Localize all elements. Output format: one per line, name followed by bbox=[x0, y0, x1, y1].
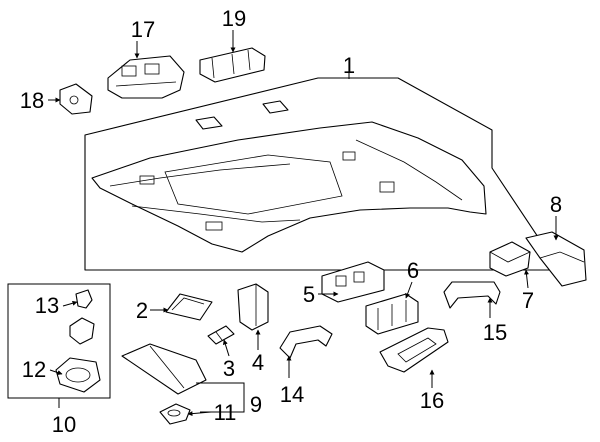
clip bbox=[207, 325, 235, 345]
plate-slot-2 bbox=[353, 271, 365, 283]
module-rib-3 bbox=[247, 49, 251, 71]
lamp-clip-part-13[interactable] bbox=[69, 289, 95, 345]
module-part-19[interactable] bbox=[199, 47, 266, 83]
callout-12: 12 bbox=[22, 357, 46, 382]
map-lamp-lens bbox=[65, 367, 91, 383]
leader-6 bbox=[405, 281, 413, 299]
pad-inner-edge bbox=[171, 297, 205, 311]
callout-15: 15 bbox=[483, 320, 507, 345]
pillar-trim-edge bbox=[539, 251, 585, 263]
callout-18: 18 bbox=[20, 88, 44, 113]
module-rib-2 bbox=[231, 53, 235, 75]
callout-16: 16 bbox=[420, 388, 444, 413]
side-bracket bbox=[237, 283, 269, 331]
headliner-clip-right bbox=[262, 100, 289, 114]
panel-rib-3 bbox=[355, 139, 463, 201]
leader-12 bbox=[49, 369, 63, 375]
panel-cutout-right bbox=[379, 181, 395, 193]
console-edge bbox=[115, 81, 177, 87]
cover-part-16[interactable] bbox=[379, 327, 449, 373]
lamp-socket bbox=[69, 317, 95, 345]
sunroof-opening bbox=[164, 154, 343, 215]
module-rib-1 bbox=[211, 57, 215, 79]
callout-9: 9 bbox=[250, 392, 262, 417]
assist-handle bbox=[443, 281, 501, 309]
callout-13: 13 bbox=[35, 293, 59, 318]
callout-11: 11 bbox=[214, 400, 237, 425]
callout-4: 4 bbox=[252, 350, 264, 375]
callout-7: 7 bbox=[522, 288, 534, 313]
clip-part-3[interactable] bbox=[207, 325, 235, 345]
callout-3: 3 bbox=[223, 356, 235, 381]
visor-clip-part-11[interactable] bbox=[159, 403, 191, 425]
pad bbox=[165, 293, 213, 321]
frame-part-6[interactable] bbox=[365, 293, 419, 335]
headliner-clip-left bbox=[195, 116, 223, 130]
overhead-console-part-17[interactable] bbox=[107, 55, 185, 99]
callout-8: 8 bbox=[550, 192, 562, 217]
map-lamp bbox=[55, 357, 101, 393]
block-edge bbox=[489, 251, 531, 263]
bracket-part-4[interactable] bbox=[237, 283, 269, 331]
callout-2: 2 bbox=[136, 298, 148, 323]
leader-lines bbox=[48, 30, 559, 417]
bracket-part-18[interactable] bbox=[59, 83, 93, 115]
console-lamp-left bbox=[121, 65, 137, 77]
handle-part-14[interactable] bbox=[279, 325, 333, 359]
callout-19: 19 bbox=[222, 6, 246, 31]
callout-17: 17 bbox=[131, 17, 155, 42]
visor-clip bbox=[159, 403, 191, 425]
console-lamp-right bbox=[144, 63, 160, 75]
callout-labels: 1 2 3 4 5 6 7 8 9 10 11 12 13 14 15 16 1… bbox=[20, 6, 562, 437]
block bbox=[489, 241, 531, 277]
leader-9-bracket bbox=[196, 382, 245, 413]
callout-14: 14 bbox=[280, 382, 304, 407]
callout-10: 10 bbox=[52, 412, 76, 437]
panel-rib-2 bbox=[131, 205, 301, 223]
cover-recess bbox=[397, 337, 437, 363]
panel-cutout-front bbox=[205, 221, 223, 231]
leader-13 bbox=[62, 300, 78, 307]
sun-visor bbox=[121, 343, 207, 395]
panel-cutout-center bbox=[342, 151, 356, 161]
block-part-7[interactable] bbox=[489, 241, 531, 277]
cover bbox=[379, 327, 449, 373]
group-box-10 bbox=[7, 283, 111, 408]
leader-11 bbox=[187, 411, 212, 417]
callout-1: 1 bbox=[343, 53, 355, 78]
clip-line bbox=[215, 331, 223, 341]
handle-part-15[interactable] bbox=[443, 281, 501, 309]
pillar-trim-part-8[interactable] bbox=[525, 231, 587, 287]
callout-5: 5 bbox=[303, 282, 315, 307]
pad-part-2[interactable] bbox=[165, 293, 213, 321]
visor-clip-hole bbox=[167, 409, 181, 417]
roof-module bbox=[199, 47, 266, 83]
leader-3 bbox=[222, 339, 230, 357]
sun-visor-part-9[interactable] bbox=[121, 343, 207, 395]
lamp-clip bbox=[75, 289, 93, 309]
overhead-console bbox=[107, 55, 185, 99]
callout-6: 6 bbox=[407, 258, 419, 283]
headliner-part-1[interactable] bbox=[84, 77, 561, 271]
plate-slot-1 bbox=[335, 275, 347, 287]
panel-cutout-left bbox=[139, 175, 155, 185]
panel-rib-1 bbox=[109, 163, 291, 187]
bracket-hole bbox=[69, 95, 79, 105]
map-lamp-part-12[interactable] bbox=[55, 357, 101, 393]
sun-visor-fold bbox=[149, 345, 185, 389]
leader-7 bbox=[524, 269, 529, 289]
small-bracket bbox=[59, 83, 93, 115]
grab-handle bbox=[279, 325, 333, 359]
